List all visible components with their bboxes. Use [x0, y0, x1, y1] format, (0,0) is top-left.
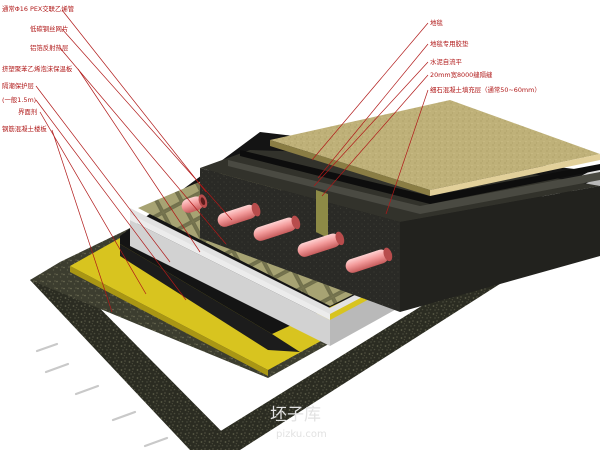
heating-pipe — [297, 231, 345, 257]
rebar-stubs — [35, 342, 169, 448]
heating-pipes — [181, 194, 393, 273]
label-thickness-note: (一般1.5m) — [2, 95, 36, 104]
label-expansion-joint: 20mm宽8000缝隔缝 — [430, 70, 493, 79]
heating-pipe — [217, 202, 261, 227]
watermark-main: 坯子库 — [270, 405, 321, 425]
label-pex-pipe: 通常Φ16 PEX交联乙烯管 — [2, 4, 74, 13]
label-self-leveling: 水泥自流平 — [430, 57, 463, 66]
label-interface-agent: 界面剂 — [18, 107, 37, 116]
label-screed-fill: 细石混凝土填充层（通常50~60mm） — [430, 85, 541, 94]
carpet-layer — [270, 100, 600, 190]
watermark-sub: pizku.com — [276, 429, 327, 440]
label-carpet-underlay: 地毯专用胶垫 — [430, 39, 469, 48]
slab-side — [30, 268, 240, 450]
self-leveling-cement — [228, 160, 600, 214]
label-foil-layer: 铝箔反射热层 — [30, 43, 69, 52]
heating-pipe — [345, 247, 393, 273]
left-callouts: 通常Φ16 PEX交联乙烯管 低碳钢丝网片 铝箔反射热层 挤塑聚苯乙烯泡沫保温板… — [2, 4, 74, 133]
screed-fill-side — [400, 186, 600, 312]
leader-lines — [35, 9, 429, 313]
label-xps-board: 挤塑聚苯乙烯泡沫保温板 — [2, 64, 73, 73]
heating-pipe — [253, 215, 301, 241]
right-callouts: 地毯 地毯专用胶垫 水泥自流平 20mm宽8000缝隔缝 细石混凝土填充层（通常… — [430, 18, 541, 94]
screed-fill-front — [200, 168, 400, 312]
label-wire-mesh: 低碳钢丝网片 — [30, 24, 68, 33]
watermark: 坯子库 pizku.com — [270, 405, 327, 440]
insulation-board-front — [130, 220, 330, 346]
label-concrete-slab: 钢筋混凝土楼板 — [2, 124, 47, 133]
label-carpet: 地毯 — [430, 18, 443, 27]
label-moisture-layer: 隔潮保护层 — [2, 81, 35, 90]
expansion-joint — [316, 190, 328, 238]
